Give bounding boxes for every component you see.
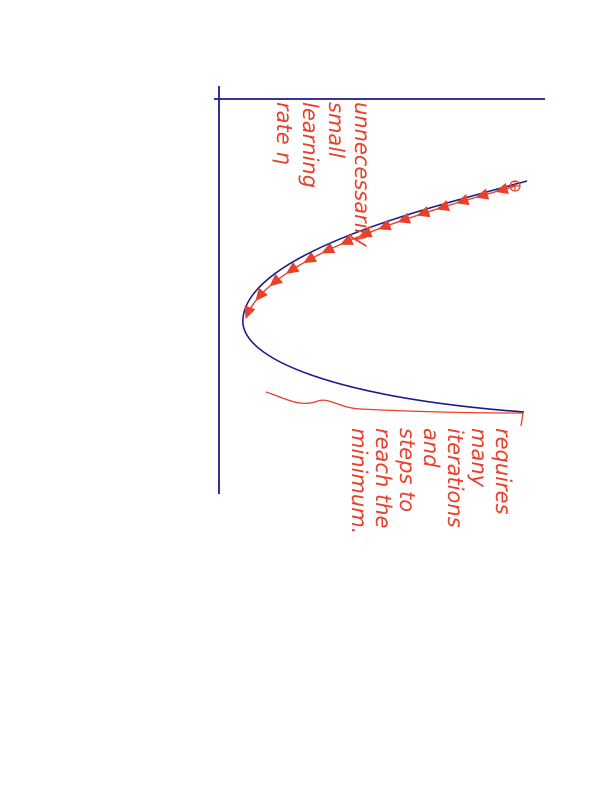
annotation-bottom-line-4: and <box>419 428 443 468</box>
annotation-bottom-line-2: many <box>467 428 491 488</box>
start-marker <box>509 180 521 192</box>
annotation-bottom-line-3: iterations <box>443 428 467 528</box>
step-arrows <box>244 182 509 320</box>
step-arrowhead <box>377 219 392 231</box>
loss-curve <box>242 180 528 413</box>
step-arrowhead <box>303 251 318 264</box>
annotation-top-line-4: rate η <box>272 102 296 165</box>
annotation-bottom-line-6: reach the <box>371 428 395 528</box>
step-arrowhead <box>416 206 431 218</box>
annotation-top: unnecessarily small learning rate η <box>272 102 374 247</box>
step-arrowhead <box>255 287 268 302</box>
annotation-top-line-1: unnecessarily <box>350 102 374 247</box>
step-arrowhead <box>269 273 283 287</box>
step-arrowhead <box>495 182 509 194</box>
annotation-bottom: requires many iterations and steps to re… <box>347 428 515 534</box>
step-arrowhead <box>339 234 354 245</box>
step-arrowhead <box>285 262 300 274</box>
annotation-bottom-line-1: requires <box>491 428 515 515</box>
step-arrowhead <box>358 226 373 238</box>
annotation-bottom-line-5: steps to <box>395 428 419 512</box>
descent-path <box>245 185 517 319</box>
step-arrowhead <box>436 200 450 212</box>
step-arrowhead <box>397 212 412 224</box>
annotation-top-line-2: small <box>324 102 348 158</box>
annotation-top-line-3: learning <box>298 102 322 188</box>
step-arrowhead <box>475 188 490 200</box>
annotation-bottom-line-7: minimum. <box>347 428 371 534</box>
step-arrowhead <box>244 305 256 320</box>
annotation-bracket <box>265 391 524 427</box>
step-arrowhead <box>321 242 336 254</box>
step-arrowhead <box>455 194 470 206</box>
